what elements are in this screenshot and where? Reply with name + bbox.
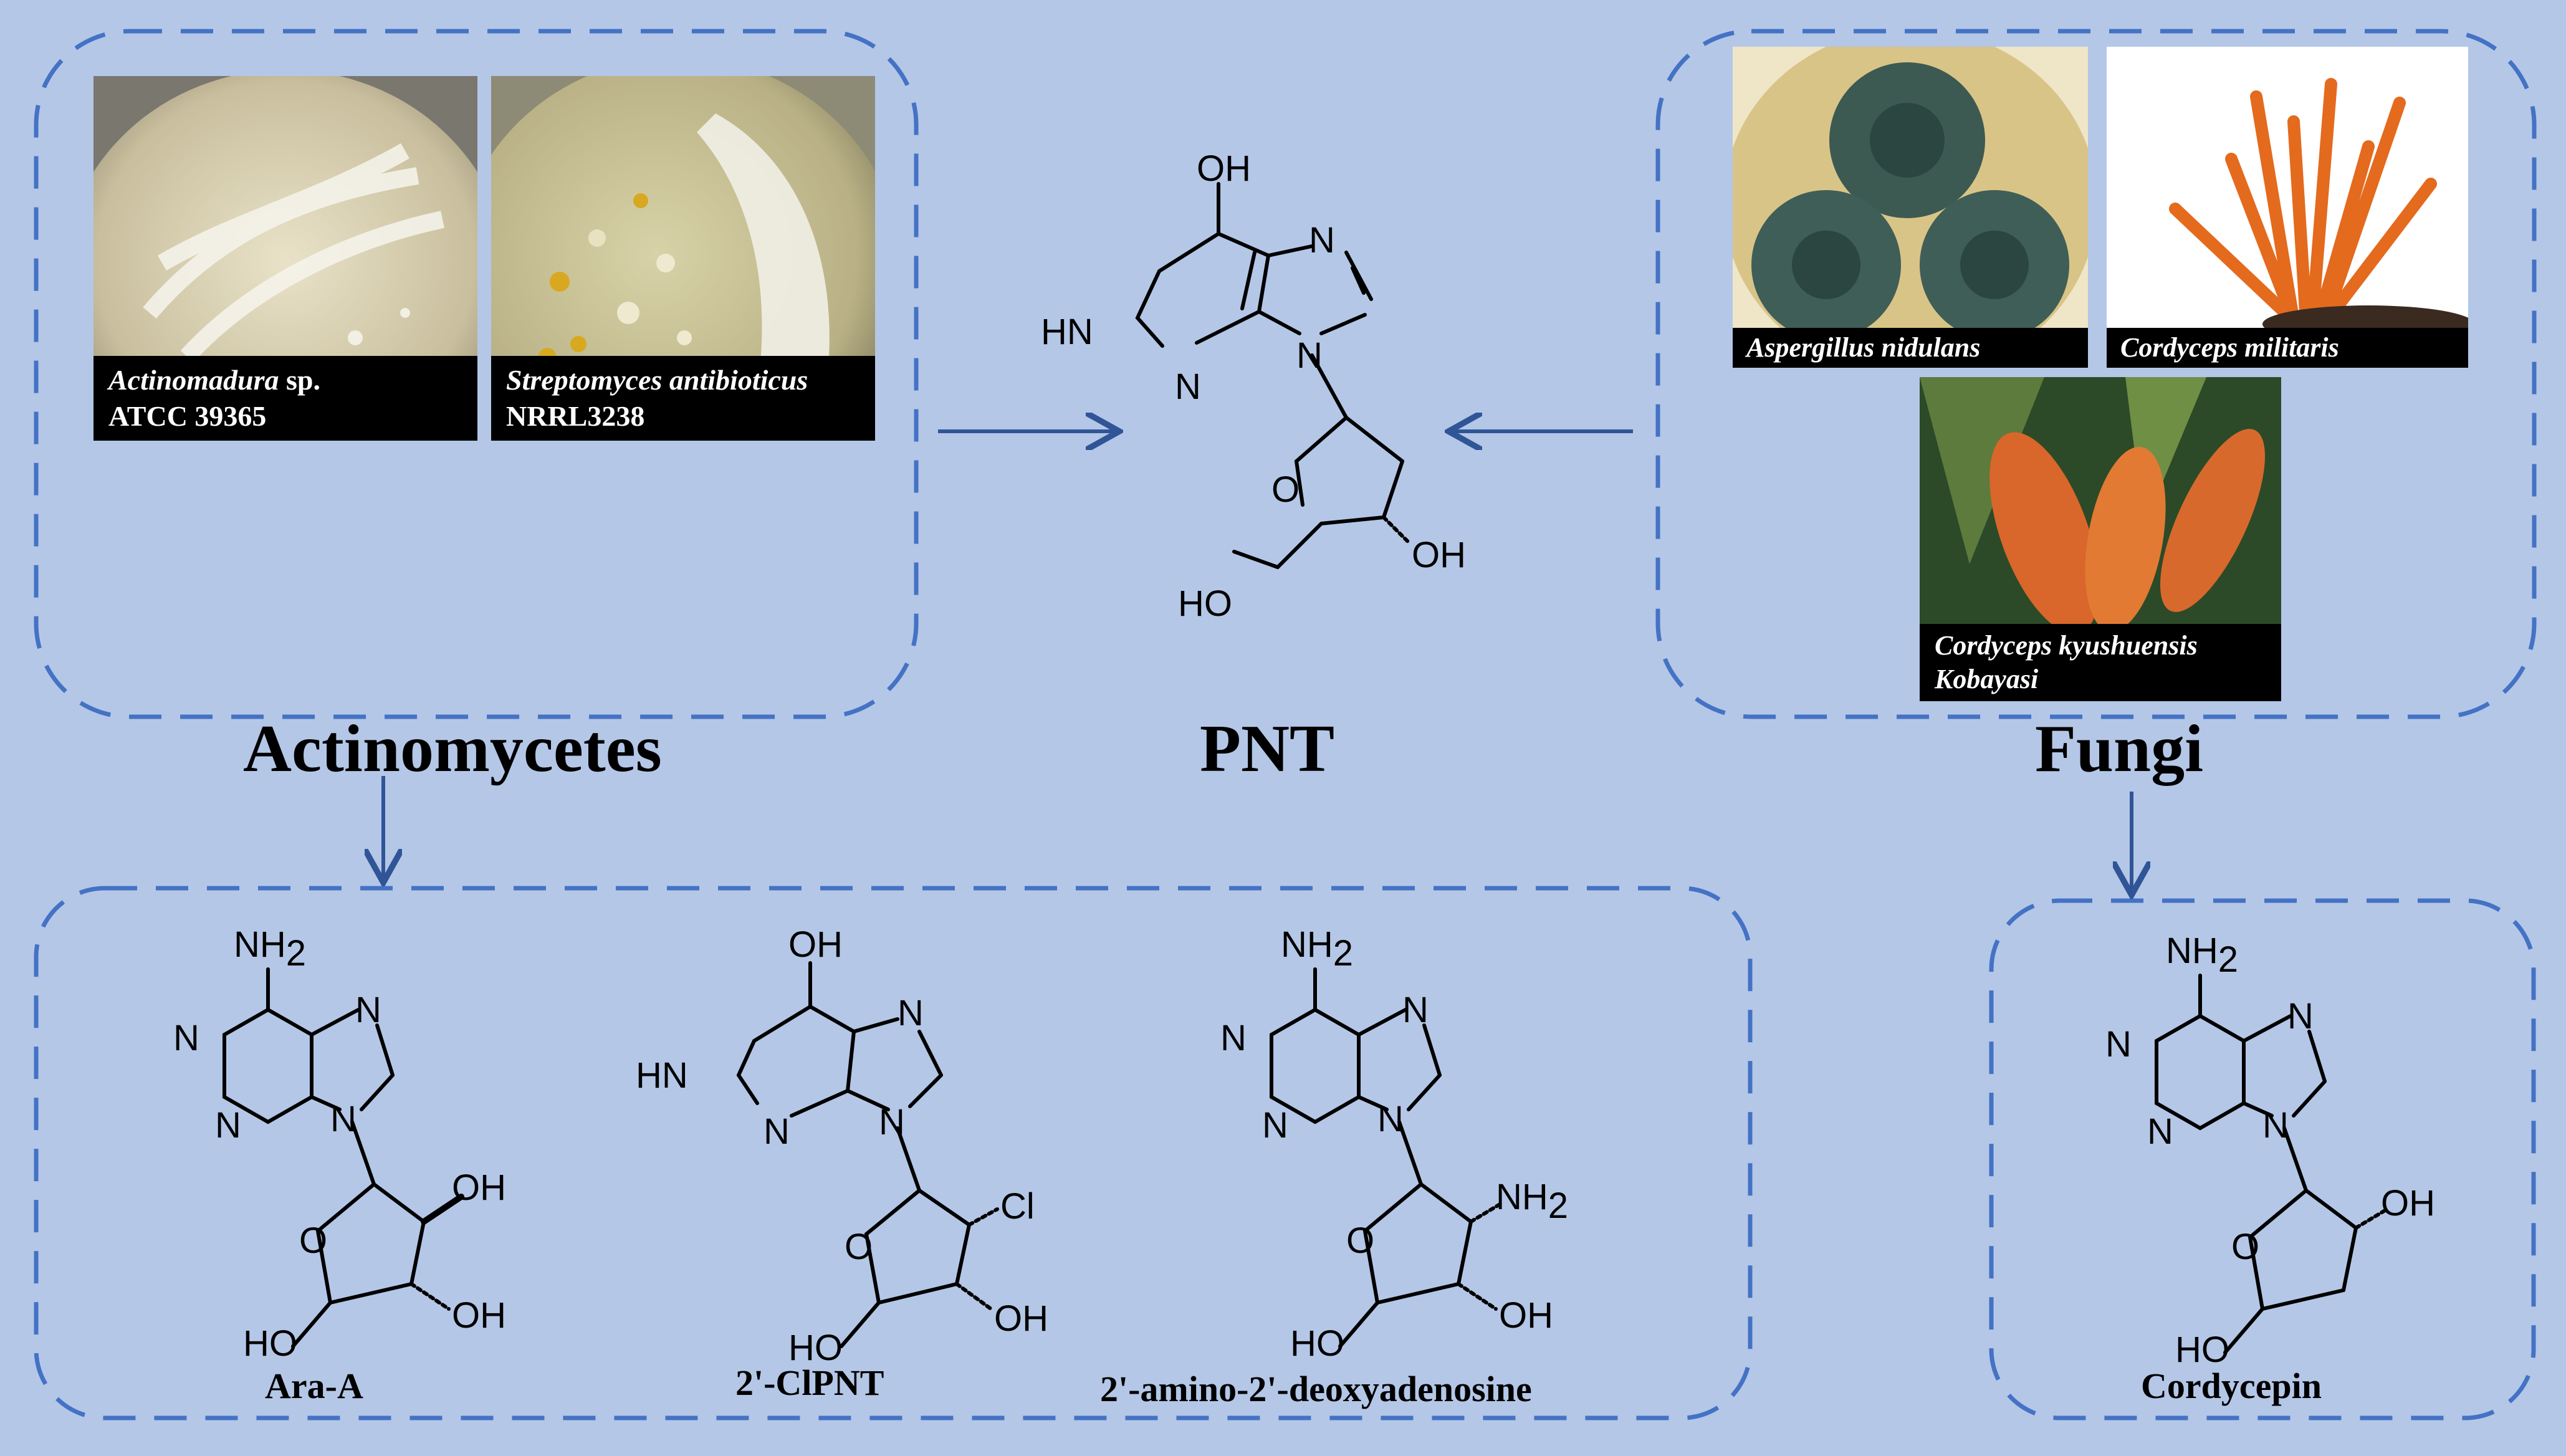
photo-cordyceps-militaris: Cordyceps militaris	[2107, 47, 2468, 368]
atom-oh-right: OH	[1412, 535, 1466, 575]
atom-n1: N	[1220, 1018, 1247, 1058]
caption-cordyceps-militaris: Cordyceps militaris	[2107, 328, 2468, 368]
atom-ho: HO	[2175, 1329, 2229, 1370]
atom-oh2: OH	[452, 1295, 506, 1336]
atom-nh2: NH2	[2166, 931, 2238, 980]
atom-nh2: NH2	[1281, 924, 1353, 974]
atom-o: O	[2231, 1227, 2259, 1267]
photo-aspergillus: Aspergillus nidulans	[1733, 47, 2088, 368]
fungi-products-box	[1989, 898, 2536, 1420]
actinomycetes-products-box	[34, 886, 1753, 1420]
atom-oh: OH	[1499, 1295, 1553, 1336]
atom-cl: Cl	[1000, 1186, 1035, 1227]
caption-aspergillus: Aspergillus nidulans	[1733, 328, 2088, 368]
label-2-clpnt: 2'-ClPNT	[735, 1363, 884, 1403]
actinomycetes-source-box	[34, 29, 919, 719]
atom-o: O	[1346, 1220, 1374, 1261]
photo-streptomyces: Streptomyces antibioticus NRRL3238	[491, 76, 875, 441]
label-cordycepin: Cordycepin	[2141, 1366, 2322, 1406]
atom-nh2-sugar: NH2	[1496, 1177, 1568, 1226]
caption-cordyceps-kyushuensis: Cordyceps kyushuensis Kobayasi	[1920, 624, 2281, 701]
caption-species: Streptomyces antibioticus	[506, 364, 808, 396]
label-fungi: Fungi	[2035, 712, 2204, 786]
photo-actinomadura: Actinomadura sp. ATCC 39365	[93, 76, 477, 441]
structure-ara-a: NH2 N N N N O OH OH HO	[173, 924, 506, 1364]
atom-n4: N	[1377, 1099, 1404, 1139]
atom-ho: HO	[243, 1323, 297, 1364]
atom-n3: N	[2147, 1111, 2173, 1152]
fungi-source-box	[1655, 29, 2537, 719]
label-ara-a: Ara-A	[265, 1366, 363, 1406]
label-2-amino-2-deoxyadenosine: 2'-amino-2'-deoxyadenosine	[1100, 1369, 1532, 1409]
fungus-fruiting-body-image	[2107, 47, 2468, 368]
atom-n2: N	[1175, 366, 1201, 407]
label-pnt: PNT	[1200, 712, 1334, 786]
atom-n4: N	[2262, 1105, 2289, 1146]
atom-sub: 2	[1333, 933, 1353, 974]
caption-species: Aspergillus nidulans	[1746, 332, 1981, 363]
atom-n3: N	[879, 1102, 905, 1142]
label-actinomycetes: Actinomycetes	[243, 712, 662, 786]
atom-nh: NH	[1281, 924, 1333, 965]
atom-hn: HN	[1041, 312, 1093, 352]
atom-n3: N	[1262, 1105, 1288, 1146]
atom-n4: N	[330, 1099, 357, 1139]
atom-n2: N	[1402, 990, 1429, 1030]
atom-nh: NH	[2166, 931, 2218, 971]
atom-n2: N	[764, 1111, 790, 1152]
atom-n3: N	[1296, 335, 1323, 376]
atom-oh: OH	[2381, 1183, 2435, 1224]
caption-strain: ATCC 39365	[108, 400, 267, 432]
atom-o: O	[299, 1220, 327, 1261]
structure-cordycepin: NH2 N N N N O OH HO	[2105, 931, 2435, 1370]
atom-hn: HN	[636, 1055, 688, 1096]
caption-actinomadura: Actinomadura sp. ATCC 39365	[93, 356, 477, 441]
atom-n2: N	[355, 990, 381, 1030]
atom-n2: N	[2287, 996, 2314, 1037]
caption-streptomyces: Streptomyces antibioticus NRRL3238	[491, 356, 875, 441]
atom-ho: HO	[788, 1328, 843, 1365]
caption-species-line2: Kobayasi	[1935, 664, 2039, 694]
atom-nh2: NH2	[234, 924, 306, 974]
atom-o: O	[1271, 469, 1300, 510]
atom-n1: N	[2105, 1024, 2132, 1065]
caption-species: Cordyceps militaris	[2120, 332, 2339, 363]
atom-nh: NH	[234, 924, 286, 965]
caption-species: Actinomadura	[108, 364, 279, 396]
caption-strain: NRRL3238	[506, 400, 645, 432]
atom-n1: N	[1309, 220, 1335, 261]
atom-oh1: OH	[452, 1167, 506, 1208]
atom-ho: HO	[1290, 1323, 1344, 1364]
atom-oh-top: OH	[788, 924, 843, 965]
atom-sub: 2	[2218, 939, 2238, 980]
atom-n3: N	[215, 1105, 241, 1146]
atom-sub: 2	[286, 933, 306, 974]
photo-cordyceps-kyushuensis: Cordyceps kyushuensis Kobayasi	[1920, 377, 2281, 701]
atom-oh-top: OH	[1197, 148, 1251, 189]
atom-nh: NH	[1496, 1177, 1548, 1217]
atom-n1: N	[173, 1018, 199, 1058]
atom-sub: 2	[1548, 1185, 1568, 1226]
atom-n1: N	[898, 993, 924, 1033]
fungus-culture-image	[1733, 47, 2088, 368]
atom-ho: HO	[1178, 583, 1232, 624]
structure-2-clpnt: OH HN N N N O Cl OH HO	[636, 924, 1048, 1365]
atom-o: O	[845, 1227, 873, 1267]
caption-species-suffix: sp.	[279, 364, 320, 396]
structure-2-amino-2-deoxyadenosine: NH2 N N N N O NH2 OH HO	[1220, 924, 1568, 1364]
caption-species: Cordyceps kyushuensis	[1935, 630, 2198, 661]
atom-oh: OH	[994, 1298, 1048, 1339]
structure-pnt: OH N HN N N O OH HO	[1041, 148, 1466, 624]
